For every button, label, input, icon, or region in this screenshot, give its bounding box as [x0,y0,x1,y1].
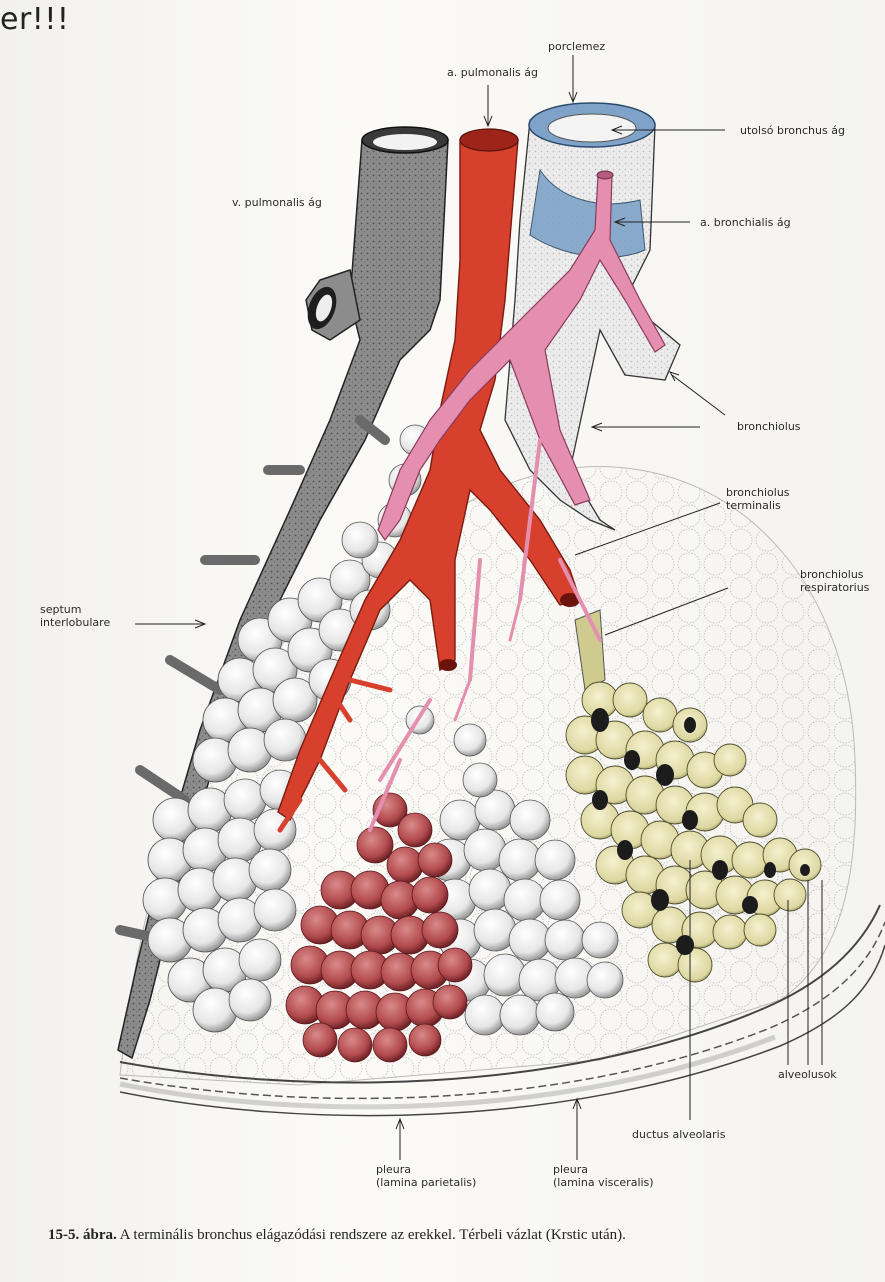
label-v-pulmonalis: v. pulmonalis ág [232,196,322,209]
label-pleura-visceralis-line1: pleura [553,1163,588,1176]
label-pleura-visceralis: pleura (lamina visceralis) [553,1163,654,1189]
figure-caption: 15-5. ábra. A terminális bronchus elágaz… [48,1227,868,1244]
label-pleura-visceralis-line2: (lamina visceralis) [553,1176,654,1189]
caption-text: A terminális bronchus elágazódási rendsz… [117,1227,626,1243]
label-septum-line1: septum [40,603,81,616]
label-bronchiolus-respiratorius: bronchiolus respiratorius [800,568,869,594]
label-pleura-parietalis: pleura (lamina parietalis) [376,1163,476,1189]
label-utolso-bronchus: utolsó bronchus ág [740,124,845,137]
label-alveolusok: alveolusok [778,1068,837,1081]
label-ductus-alveolaris: ductus alveolaris [632,1128,725,1141]
label-bronchiolus: bronchiolus [737,420,801,433]
label-a-bronchialis: a. bronchialis ág [700,216,791,229]
leader-bronchiolus-1 [672,375,725,415]
label-septum-line2: interlobulare [40,616,110,629]
label-a-pulmonalis: a. pulmonalis ág [447,66,538,79]
label-bronchiolus-respiratorius-line2: respiratorius [800,581,869,594]
label-pleura-parietalis-line1: pleura [376,1163,411,1176]
label-pleura-parietalis-line2: (lamina parietalis) [376,1176,476,1189]
label-bronchiolus-terminalis: bronchiolus terminalis [726,486,790,512]
label-septum-interlobulare: septum interlobulare [40,603,110,629]
caption-number: 15-5. ábra. [48,1227,117,1243]
label-bronchiolus-terminalis-line1: bronchiolus [726,486,790,499]
label-porclemez: porclemez [548,40,605,53]
label-bronchiolus-terminalis-line2: terminalis [726,499,781,512]
label-bronchiolus-respiratorius-line1: bronchiolus [800,568,864,581]
